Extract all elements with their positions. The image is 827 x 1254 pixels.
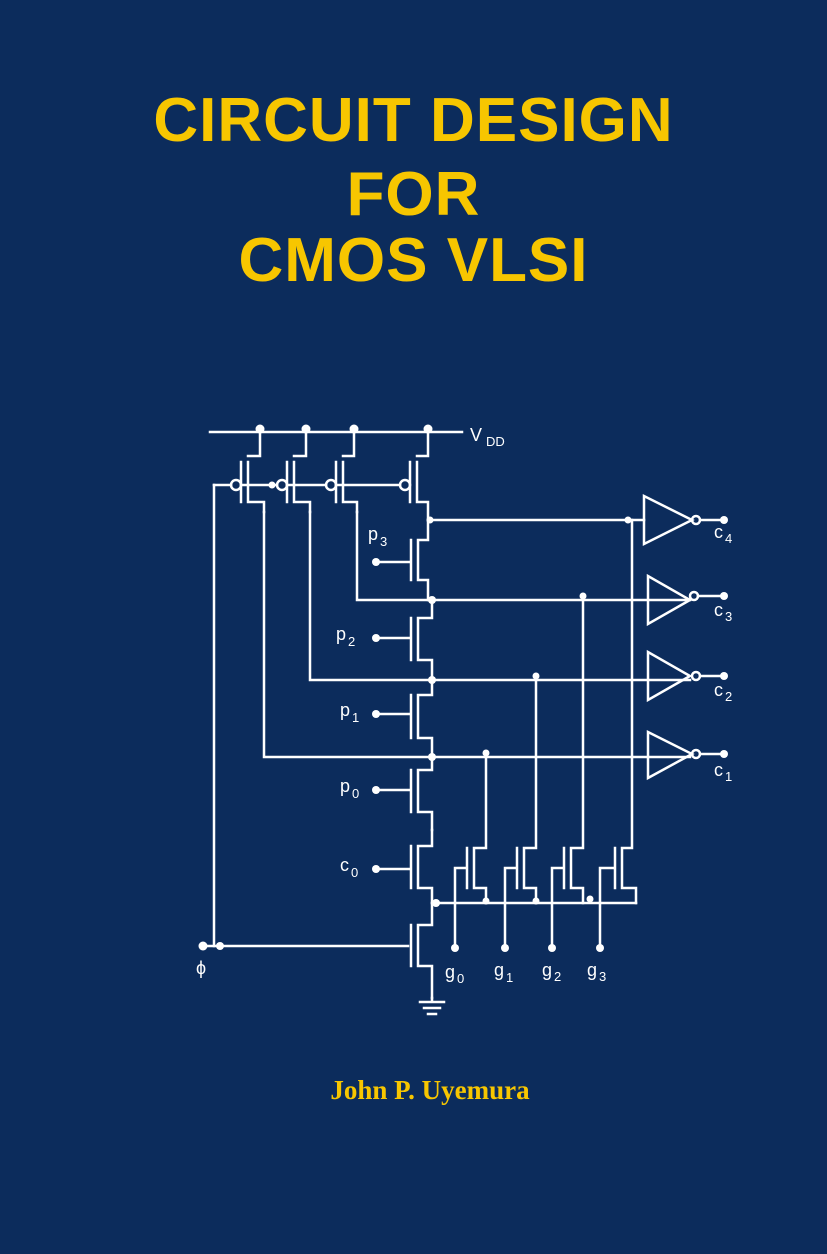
node-3-wire xyxy=(355,510,434,602)
junction-dots xyxy=(198,424,728,952)
clock-label: ϕ xyxy=(196,958,206,978)
nmos-pass-p1 xyxy=(378,678,434,759)
nmos-generate-2 xyxy=(550,594,585,948)
nmos-pass-p0 xyxy=(378,755,434,832)
title-line-2: FOR xyxy=(346,160,481,229)
nmos-generate-1 xyxy=(503,674,538,948)
pmos-precharge-3 xyxy=(324,430,359,514)
node-2-wire xyxy=(308,510,434,682)
nmos-pass-p3 xyxy=(378,518,430,602)
inverter-c2 xyxy=(646,649,724,703)
nmos-pass-p2 xyxy=(378,598,434,682)
title-line-1: CIRCUIT DESIGN xyxy=(153,86,674,155)
pmos-precharge-2 xyxy=(275,430,312,514)
inverter-c4 xyxy=(642,493,724,547)
pmos-precharge-4 xyxy=(398,430,430,522)
nmos-generate-0 xyxy=(453,755,488,948)
nmos-generate-3 xyxy=(598,518,638,948)
node-1-wire xyxy=(262,510,434,759)
ground-symbol xyxy=(418,996,446,1016)
inverter-c3 xyxy=(646,573,724,627)
title-line-3: CMOS VLSI xyxy=(238,226,589,295)
nmos-foot xyxy=(409,901,434,1000)
inverter-c1 xyxy=(646,729,724,781)
schematic-wires xyxy=(202,430,724,1016)
author-name: John P. Uyemura xyxy=(330,1075,530,1105)
nmos-carry-in xyxy=(378,828,434,905)
pmos-precharge-1 xyxy=(229,430,266,514)
